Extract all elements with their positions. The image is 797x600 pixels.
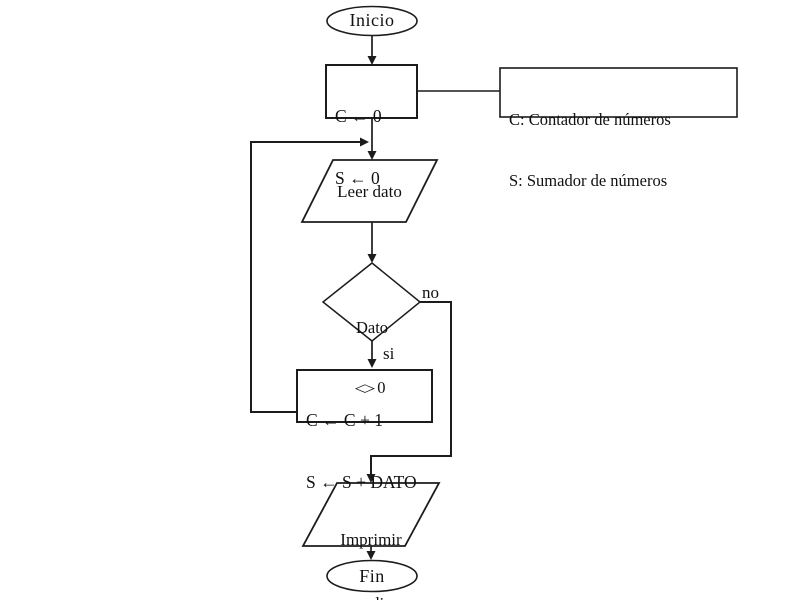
annotation-line-2: S: Sumador de números	[509, 170, 668, 190]
arrowhead-into-print	[366, 474, 376, 483]
accumulate-process-shape	[296, 369, 433, 423]
init-line-1: C ← 0	[335, 105, 382, 126]
arrowhead-into-init	[367, 56, 377, 65]
arrowhead-into-end	[366, 551, 376, 560]
read-label: Leer dato	[337, 182, 402, 201]
decision-diamond-shape	[321, 262, 422, 342]
accumulate-line-2: S ← S + DATO	[306, 471, 417, 492]
print-line-1: Imprimir	[340, 530, 402, 550]
start-label: Inicio	[349, 10, 395, 30]
read-input-parallelogram	[300, 159, 439, 223]
annotation-box-shape	[499, 67, 738, 118]
not-equal-symbol: ◇	[355, 381, 376, 394]
print-line-2: media	[303, 591, 439, 600]
si-branch-label: si	[383, 344, 395, 363]
init-line-2: S ← 0	[335, 167, 380, 188]
loop-back-connector	[250, 141, 361, 413]
decision-title: Dato	[355, 317, 389, 337]
arrowhead-into-decision	[367, 254, 377, 263]
decision-condition: ◇0	[324, 376, 420, 399]
arrowhead-loop-join	[360, 137, 369, 147]
end-terminator-shape	[326, 559, 418, 593]
no-branch-connector	[370, 301, 452, 476]
decision-operand: 0	[377, 377, 386, 397]
accumulate-line-1: C ← C + 1	[306, 409, 383, 430]
annotation-text: C: Contador de números S: Sumador de núm…	[509, 71, 671, 229]
arrowhead-into-read	[367, 151, 377, 160]
init-process-shape	[325, 64, 418, 119]
end-label: Fin	[359, 566, 385, 586]
arrowhead-into-accumulate	[367, 359, 377, 368]
accumulate-process-text: C ← C + 1 S ← S + DATO	[306, 371, 417, 531]
init-process-text: C ← 0 S ← 0	[335, 67, 382, 227]
print-output-parallelogram	[301, 482, 441, 547]
print-label: Imprimir media	[303, 488, 439, 600]
no-branch-label: no	[422, 283, 439, 302]
decision-label: Dato ◇0	[324, 280, 420, 435]
start-terminator-shape	[326, 5, 418, 37]
annotation-line-1: C: Contador de números	[509, 109, 671, 129]
